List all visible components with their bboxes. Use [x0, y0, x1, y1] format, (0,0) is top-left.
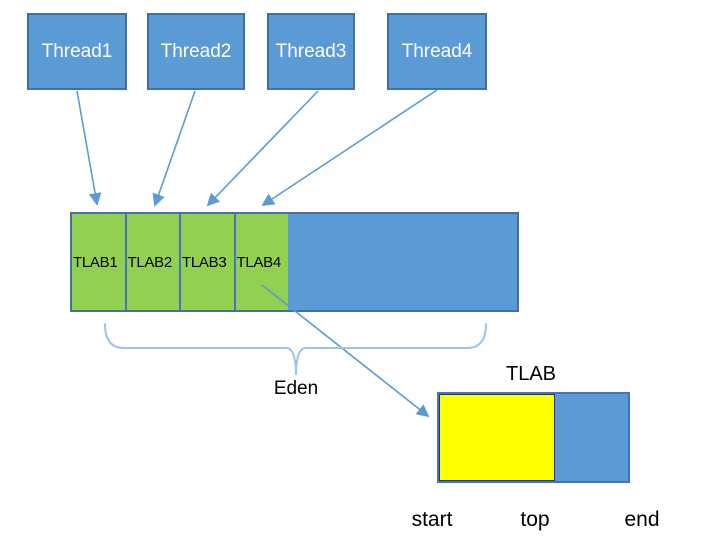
tlab3-cell: TLAB3 [181, 214, 236, 310]
tlab4-label: TLAB4 [236, 253, 282, 271]
pointer-label-end: end [624, 508, 660, 531]
arrow-thread3-to-tlab3-icon [206, 90, 319, 207]
arrow-thread1-to-tlab1-icon [76, 90, 102, 206]
tlab-free-area [555, 394, 628, 481]
thread3-box: Thread3 [267, 13, 355, 90]
thread4-label: Thread4 [401, 40, 473, 62]
arrow-thread4-to-tlab4-icon [261, 89, 438, 207]
thread1-box: Thread1 [27, 13, 127, 90]
tlab-used-area [439, 394, 555, 481]
tlab1-cell: TLAB1 [72, 214, 127, 310]
eden-region-rect: TLAB1 TLAB2 TLAB3 TLAB4 [70, 212, 519, 312]
tlab-detail-title: TLAB [505, 363, 557, 385]
eden-label: Eden [273, 378, 319, 399]
arrow-thread2-to-tlab2-icon [152, 90, 196, 207]
tlab3-label: TLAB3 [182, 253, 227, 271]
tlab-detail-box [437, 392, 630, 483]
tlab2-cell: TLAB2 [126, 214, 181, 310]
thread1-label: Thread1 [41, 40, 113, 62]
thread2-label: Thread2 [160, 40, 232, 62]
tlab-strip: TLAB1 TLAB2 TLAB3 TLAB4 [72, 214, 288, 310]
thread3-label: Thread3 [275, 40, 347, 62]
tlab1-label: TLAB1 [73, 253, 118, 271]
eden-brace-icon [104, 323, 487, 376]
pointer-label-start: start [411, 508, 453, 531]
tlab2-label: TLAB2 [127, 253, 173, 271]
thread2-box: Thread2 [147, 13, 245, 90]
pointer-label-top: top [520, 508, 550, 531]
tlab4-cell: TLAB4 [235, 214, 288, 310]
thread4-box: Thread4 [387, 13, 487, 90]
